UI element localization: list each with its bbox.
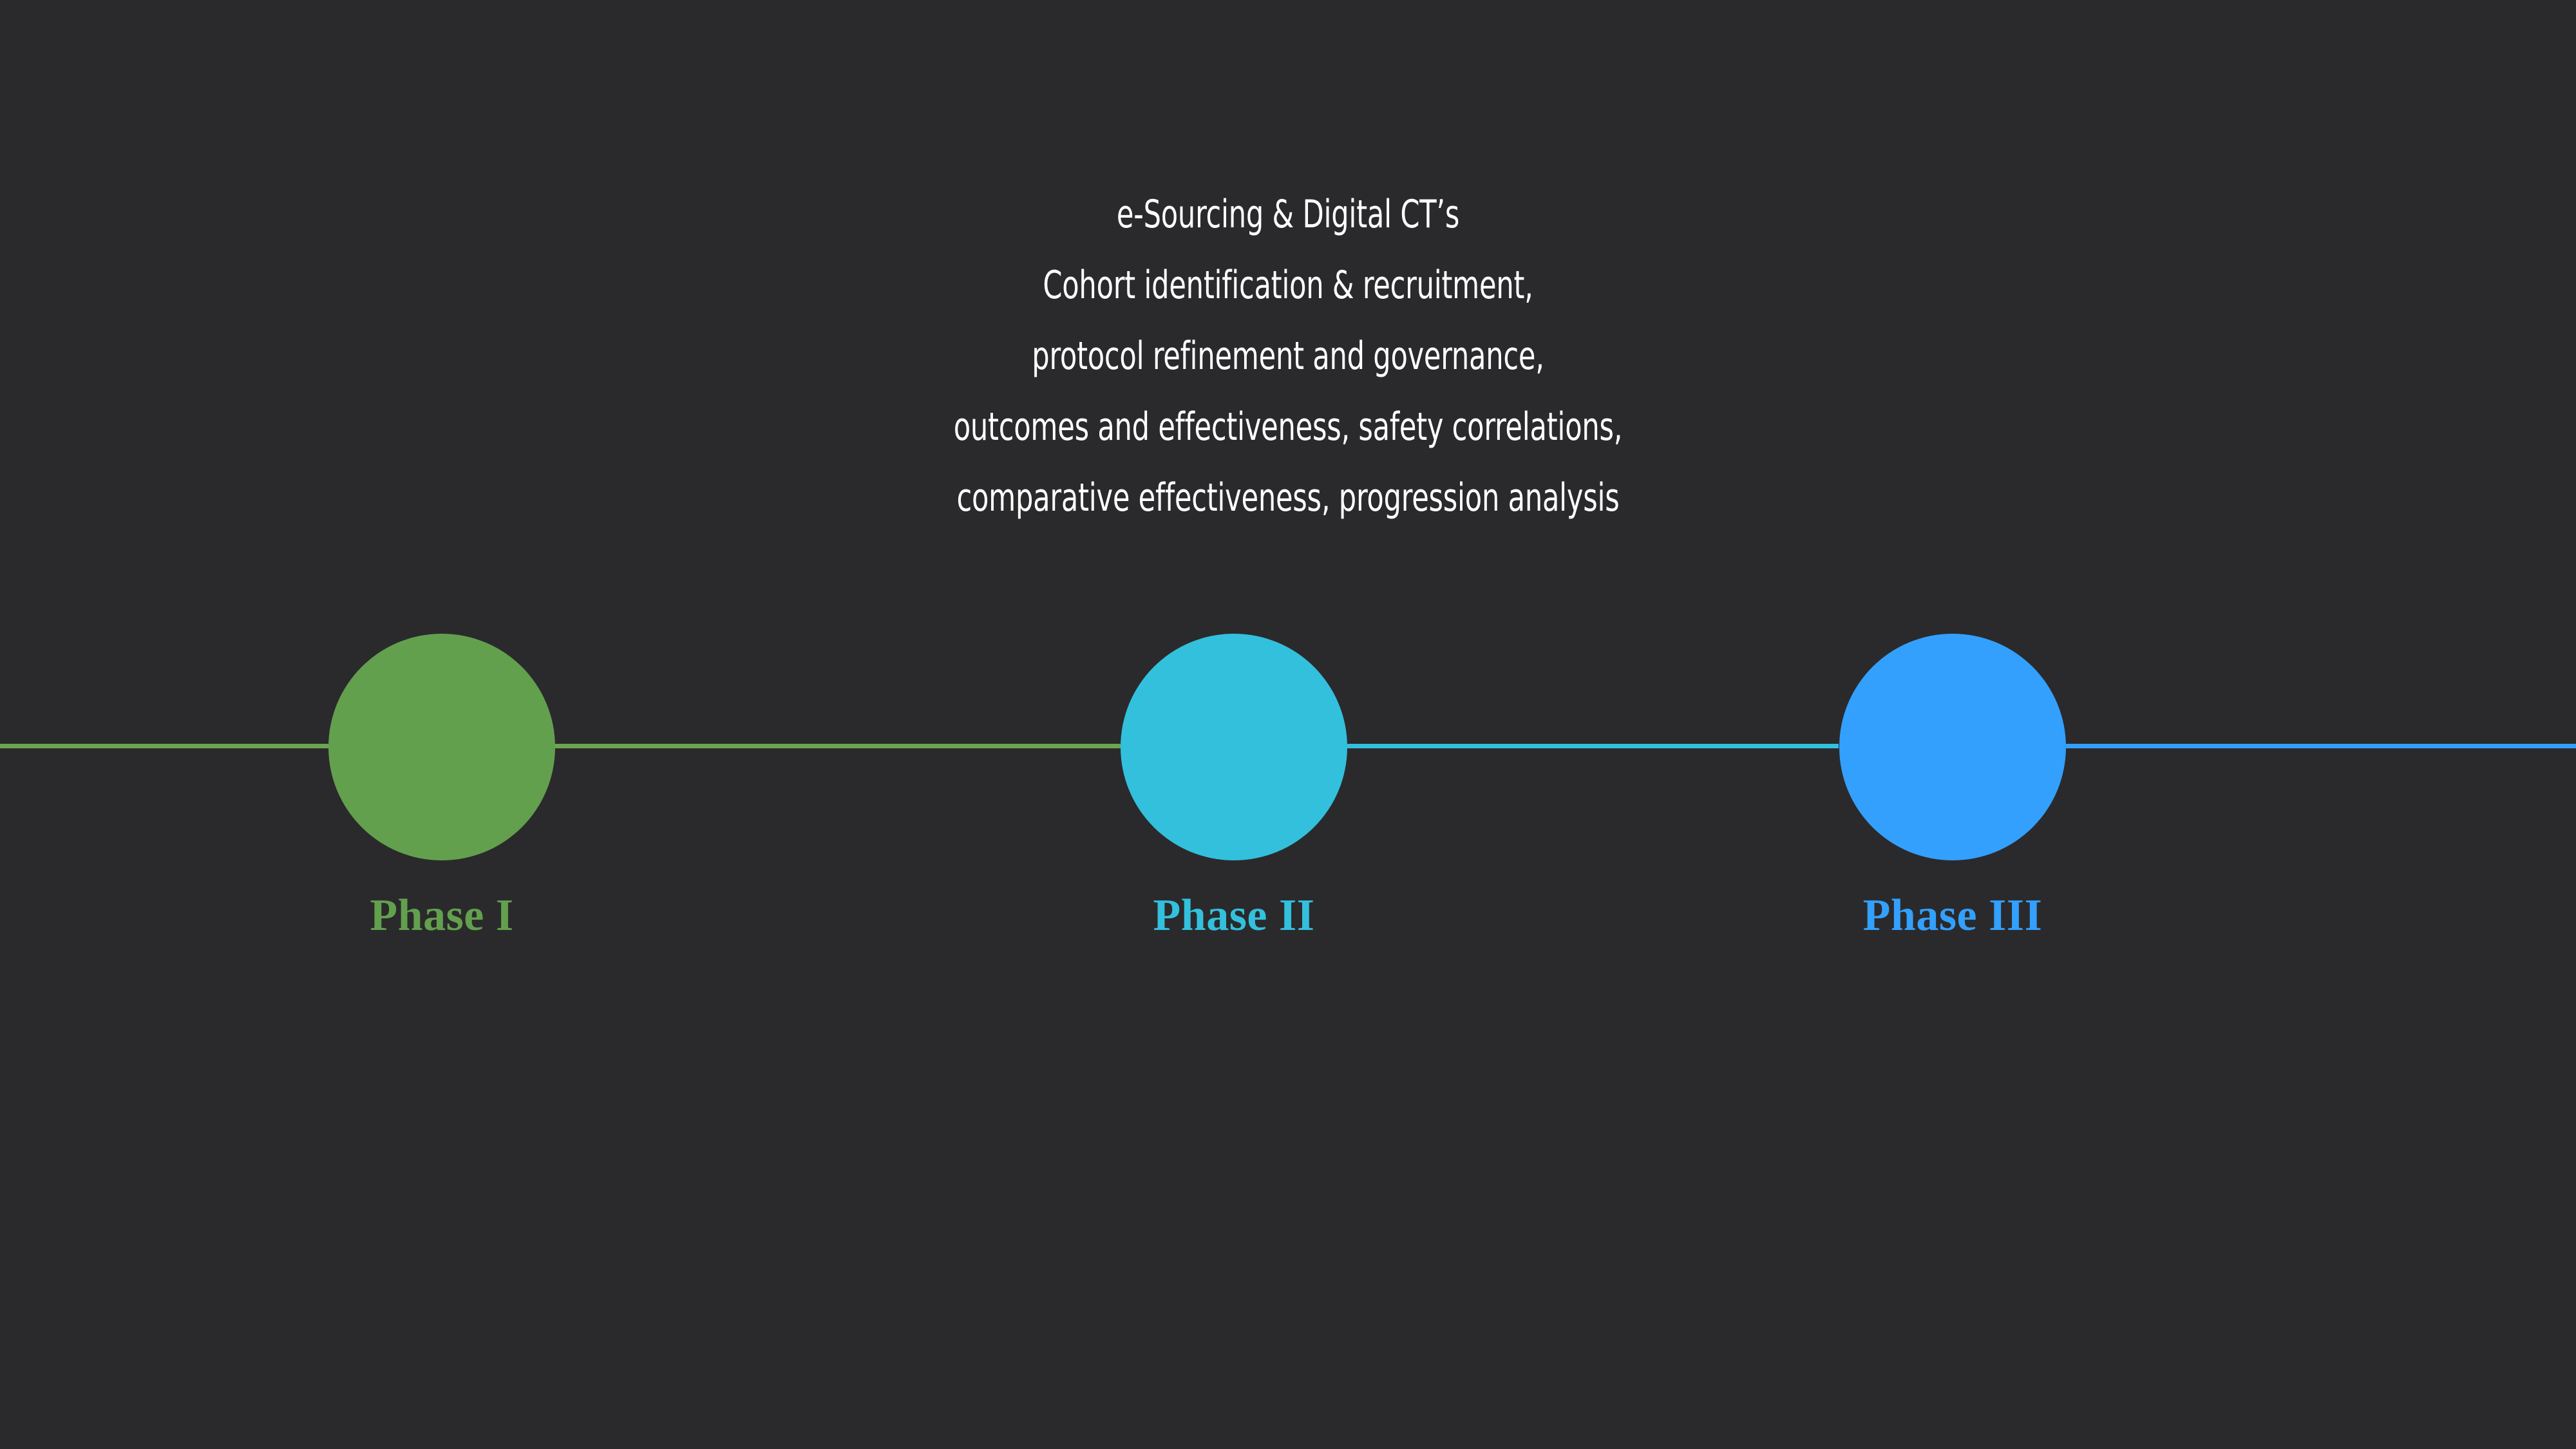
phase-label-2: Phase II [1153,891,1315,940]
description-line-1: e-Sourcing & Digital CT’s [1116,192,1460,237]
phase-marker-circle-3[interactable] [1839,634,2066,860]
description-line-4: outcomes and effectiveness, safety corre… [953,404,1623,450]
phase-marker-circle-1[interactable] [328,634,555,860]
phase-marker-circle-2[interactable] [1121,634,1347,860]
phase-node-3[interactable]: Phase III [1839,634,2066,940]
phase-label-3: Phase III [1862,891,2043,940]
timeline-segment-teal [1347,744,1839,748]
description-line-2: Cohort identification & recruitment, [1043,263,1533,308]
phase-label-1: Phase I [370,891,514,940]
description-line-3: protocol refinement and governance, [1032,334,1544,379]
description-text-block: e-Sourcing & Digital CT’s Cohort identif… [0,179,2576,533]
description-line-5: comparative effectiveness, progression a… [956,475,1620,520]
phase-node-1[interactable]: Phase I [328,634,555,940]
phase-node-2[interactable]: Phase II [1121,634,1347,940]
timeline-segment-green [0,744,1121,748]
timeline-segment-blue [2066,744,2576,748]
